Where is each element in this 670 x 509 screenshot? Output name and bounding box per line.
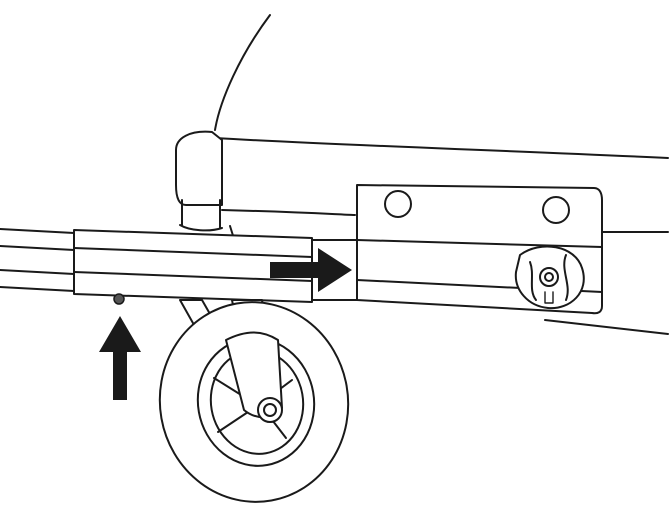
press-button-arrow [99,316,141,400]
mount-hole-left [384,190,412,218]
caster-wheel [158,301,350,503]
extension-tube [0,213,358,303]
push-button [113,293,125,305]
wheel-axle [257,397,283,423]
insert-direction-arrow [270,248,352,292]
mount-hole-right [542,196,570,224]
armrest-cap [175,130,356,243]
release-knob [514,245,585,310]
